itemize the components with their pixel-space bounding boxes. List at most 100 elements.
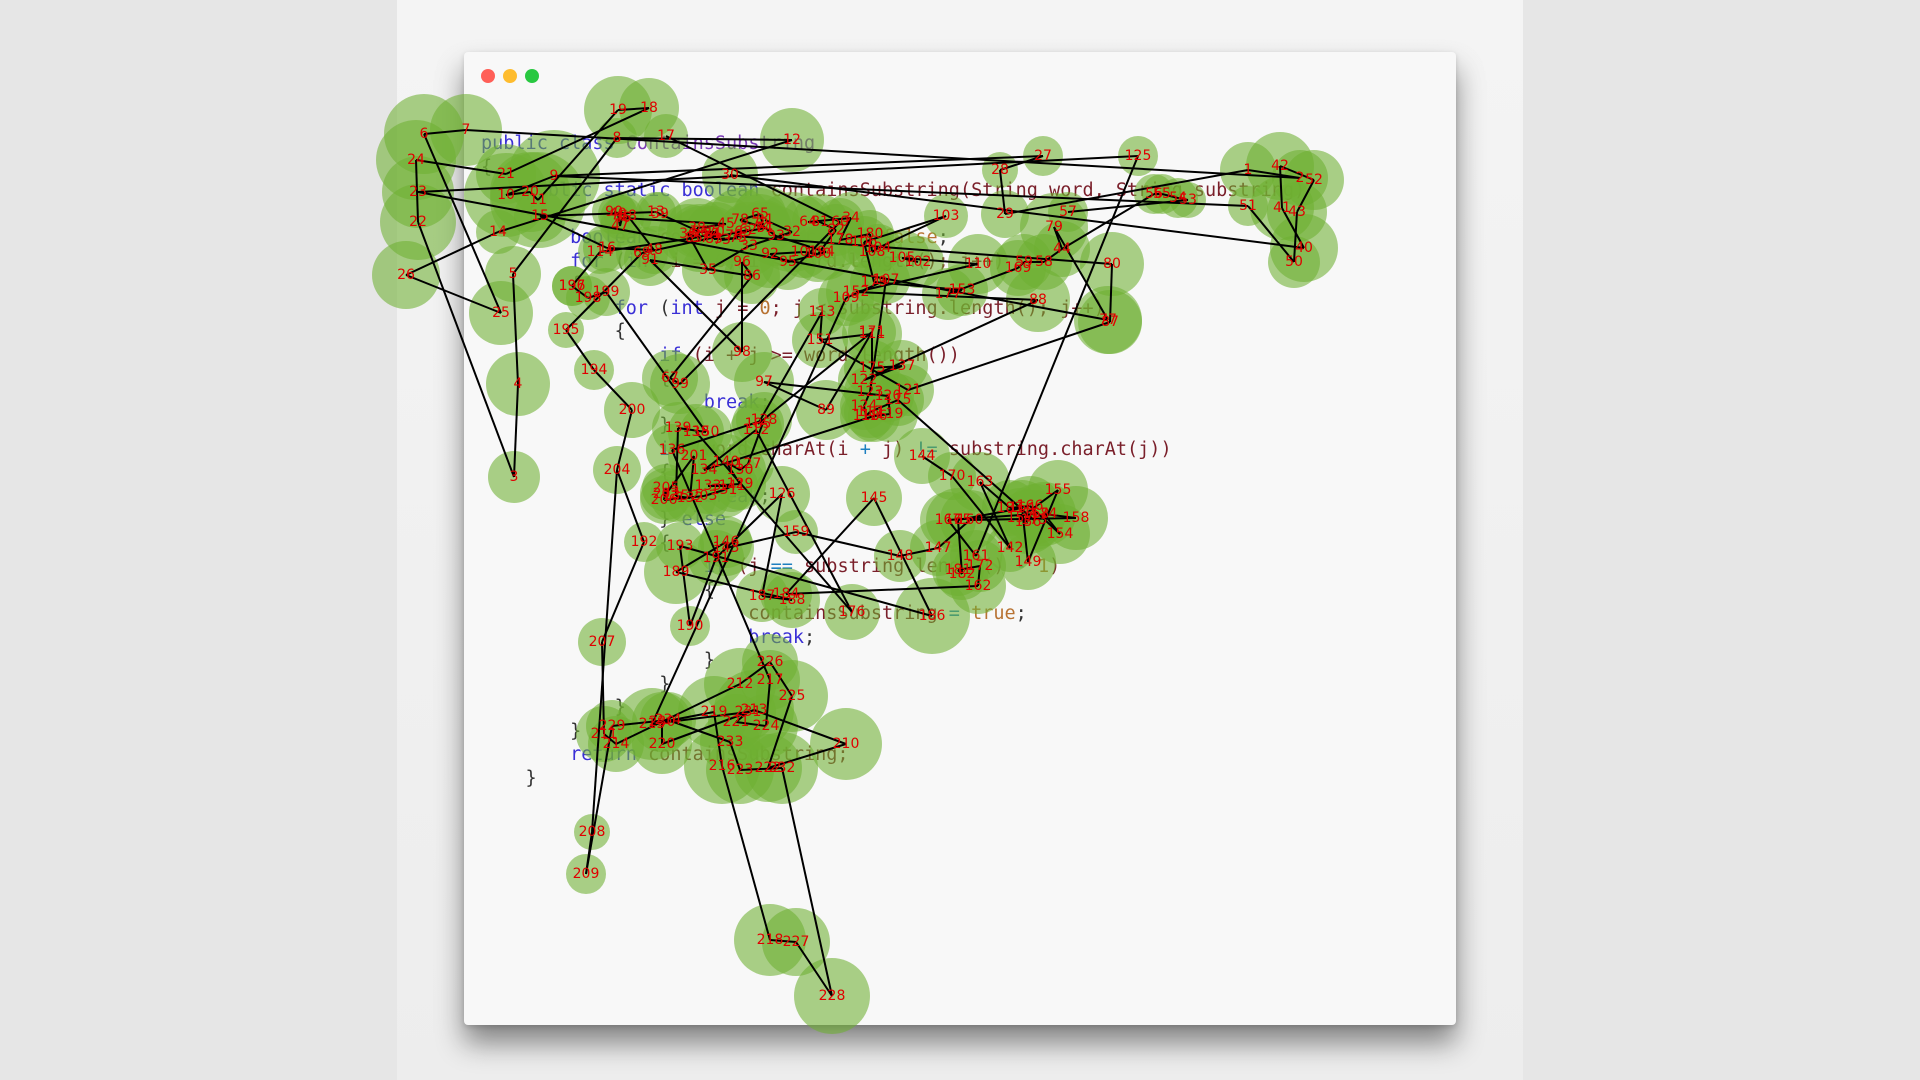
code-token: ; xyxy=(759,391,771,413)
code-token: ( xyxy=(659,297,671,319)
code-token: } xyxy=(481,509,682,530)
code-token: containsSubstring; xyxy=(648,744,849,765)
code-token: (word.charAt(i xyxy=(692,438,860,460)
code-line: public static boolean containsSubstring(… xyxy=(481,179,1306,203)
code-token: public class xyxy=(481,133,626,154)
code-line: } xyxy=(481,414,1305,438)
code-token: { xyxy=(481,462,671,483)
code-line: { xyxy=(481,532,1305,556)
code-token: j) xyxy=(870,438,916,460)
code-token: else xyxy=(681,509,727,530)
code-token: } xyxy=(481,415,671,436)
code-token: 1 xyxy=(1037,556,1050,577)
code-token: ( xyxy=(614,250,626,272)
code-token: ; j < substring.length(); j++) xyxy=(770,297,1105,319)
code-token: containsSubstring xyxy=(770,180,960,201)
code-token: ) xyxy=(1049,556,1061,577)
code-line: { xyxy=(481,203,1305,227)
code-line: public class ContainsSubstring xyxy=(481,132,1305,156)
code-token: substring.length() xyxy=(792,556,1016,577)
code-token: } xyxy=(481,720,582,742)
code-token: (i + j >= word.length()) xyxy=(692,344,960,366)
code-token: if xyxy=(481,556,738,577)
code-line: { xyxy=(481,320,1305,344)
code-line: if (j == substring.length() - 1) xyxy=(481,555,1305,579)
code-token: = xyxy=(948,603,960,624)
code-token: { xyxy=(481,274,582,295)
code-token: } xyxy=(481,697,626,718)
code-token: i = xyxy=(670,250,715,272)
code-token: { xyxy=(481,532,671,554)
code-token: false xyxy=(881,227,938,248)
code-token: ; xyxy=(759,485,771,507)
code-token: 0 xyxy=(714,250,727,272)
code-token: if xyxy=(481,344,693,366)
code-token: containsSubstring xyxy=(481,603,949,624)
code-line: break; xyxy=(481,391,1305,415)
code-token: { xyxy=(481,579,715,601)
code-line: } xyxy=(481,720,1305,744)
code-line: break; xyxy=(481,485,1305,509)
code-line: } xyxy=(481,696,1305,720)
code-token: public static xyxy=(481,180,682,201)
code-token: (j xyxy=(737,556,771,577)
code-token: if xyxy=(481,438,693,460)
code-token: j = xyxy=(714,297,760,319)
code-token: } xyxy=(481,767,537,789)
code-line: { xyxy=(481,461,1305,485)
code-line: break; xyxy=(481,626,1305,650)
code-token: ; xyxy=(1015,603,1027,624)
code-line: for (int i = 0; i < word.length(); i++) xyxy=(481,250,1305,274)
code-token: break xyxy=(481,485,760,507)
code-token: return xyxy=(481,744,649,765)
code-token: } xyxy=(481,673,671,695)
code-token: { xyxy=(481,156,493,178)
code-token: (String word, String substring) xyxy=(959,180,1306,201)
code-token: { xyxy=(481,203,537,225)
code-token: boolean xyxy=(681,180,771,201)
code-token xyxy=(960,603,971,624)
code-line: } xyxy=(481,767,1305,791)
code-token: ; xyxy=(804,626,816,648)
code-token: == xyxy=(770,556,793,577)
maximize-button[interactable] xyxy=(525,69,539,83)
code-view[interactable]: public class ContainsSubstring{ public s… xyxy=(481,132,1305,790)
code-token: { xyxy=(481,368,671,389)
code-line: boolean containsSubstring = false; xyxy=(481,226,1305,250)
code-token: + xyxy=(859,438,871,460)
code-token: substring.charAt(j)) xyxy=(937,438,1172,460)
code-line: { xyxy=(481,156,1305,180)
editor-window: public class ContainsSubstring{ public s… xyxy=(464,52,1456,1025)
code-line: return containsSubstring; xyxy=(481,743,1305,767)
code-token: for xyxy=(481,297,660,319)
code-token xyxy=(1027,556,1038,577)
close-button[interactable] xyxy=(481,69,495,83)
code-line: for (int j = 0; j < substring.length(); … xyxy=(481,297,1305,321)
code-token: { xyxy=(481,321,626,342)
minimize-button[interactable] xyxy=(503,69,517,83)
code-token: true xyxy=(971,603,1016,624)
code-line: if (i + j >= word.length()) xyxy=(481,344,1305,368)
code-line: if (word.charAt(i + j) != substring.char… xyxy=(481,438,1305,462)
code-token: ; i < word.length(); i++) xyxy=(726,250,1005,272)
code-line: { xyxy=(481,579,1305,603)
code-line: } xyxy=(481,649,1305,673)
code-token: 0 xyxy=(759,297,771,319)
code-token: ; xyxy=(937,227,949,248)
code-token: int xyxy=(625,250,671,272)
code-line: { xyxy=(481,273,1305,297)
code-token: break xyxy=(481,391,760,413)
code-token: break xyxy=(481,626,805,648)
code-line: } else xyxy=(481,508,1305,532)
code-token: != xyxy=(915,438,938,460)
code-line: } xyxy=(481,673,1305,697)
code-token: - xyxy=(1015,556,1027,577)
code-token: containsSubstring = xyxy=(659,227,882,248)
code-token: int xyxy=(670,297,715,319)
code-token: ContainsSubstring xyxy=(625,133,816,154)
code-line: containsSubstring = true; xyxy=(481,602,1305,626)
code-line: { xyxy=(481,367,1305,391)
code-token: } xyxy=(481,650,715,671)
code-token: boolean xyxy=(481,227,660,248)
code-token: for xyxy=(481,250,615,272)
